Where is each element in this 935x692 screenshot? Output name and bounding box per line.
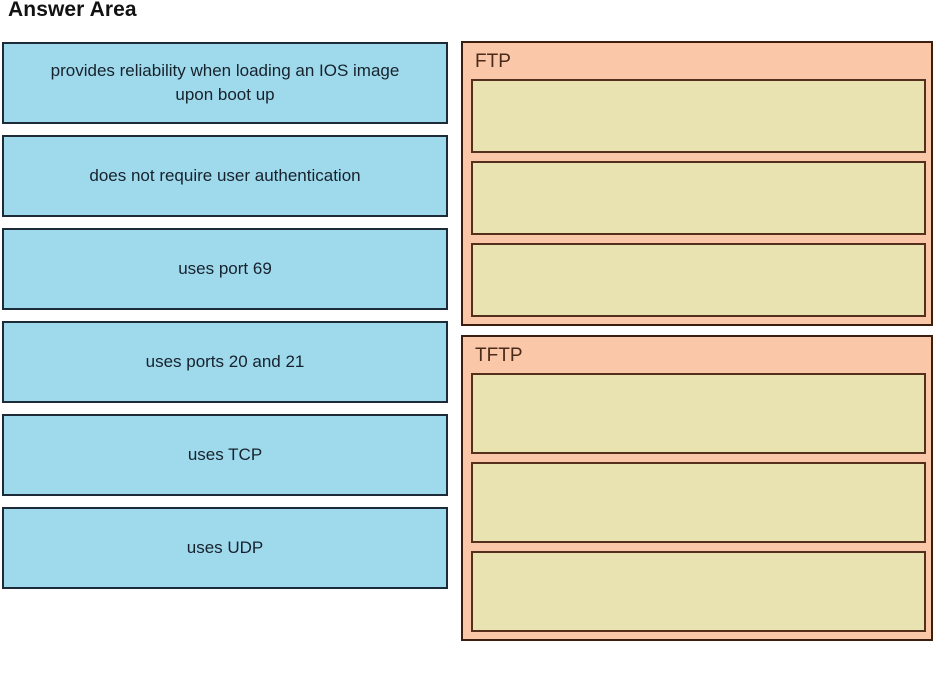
option-tile-label: provides reliability when loading an IOS… bbox=[50, 61, 400, 104]
option-tile[interactable]: uses TCP bbox=[2, 414, 448, 496]
target-panel-ftp: FTP bbox=[461, 41, 933, 326]
drop-slot[interactable] bbox=[471, 551, 926, 632]
options-column: provides reliability when loading an IOS… bbox=[2, 42, 448, 600]
targets-column: FTP TFTP bbox=[461, 41, 933, 650]
option-tile-label: uses port 69 bbox=[178, 259, 272, 278]
option-tile[interactable]: uses ports 20 and 21 bbox=[2, 321, 448, 403]
option-tile[interactable]: does not require user authentication bbox=[2, 135, 448, 217]
option-tile-label: uses TCP bbox=[187, 445, 263, 464]
option-tile[interactable]: provides reliability when loading an IOS… bbox=[2, 42, 448, 124]
option-tile-label: uses ports 20 and 21 bbox=[145, 352, 305, 371]
option-tile[interactable]: uses port 69 bbox=[2, 228, 448, 310]
panel-title-tftp: TFTP bbox=[475, 345, 523, 366]
option-tile[interactable]: uses UDP bbox=[2, 507, 448, 589]
option-tile-label: does not require user authentication bbox=[89, 166, 361, 185]
panel-title-ftp: FTP bbox=[475, 51, 511, 72]
drop-slot[interactable] bbox=[471, 79, 926, 153]
drop-slot[interactable] bbox=[471, 462, 926, 543]
drop-slot[interactable] bbox=[471, 373, 926, 454]
option-tile-label: uses UDP bbox=[186, 538, 264, 557]
page-title: Answer Area bbox=[8, 0, 137, 21]
drop-slot[interactable] bbox=[471, 243, 926, 317]
target-panel-tftp: TFTP bbox=[461, 335, 933, 641]
drop-slot[interactable] bbox=[471, 161, 926, 235]
